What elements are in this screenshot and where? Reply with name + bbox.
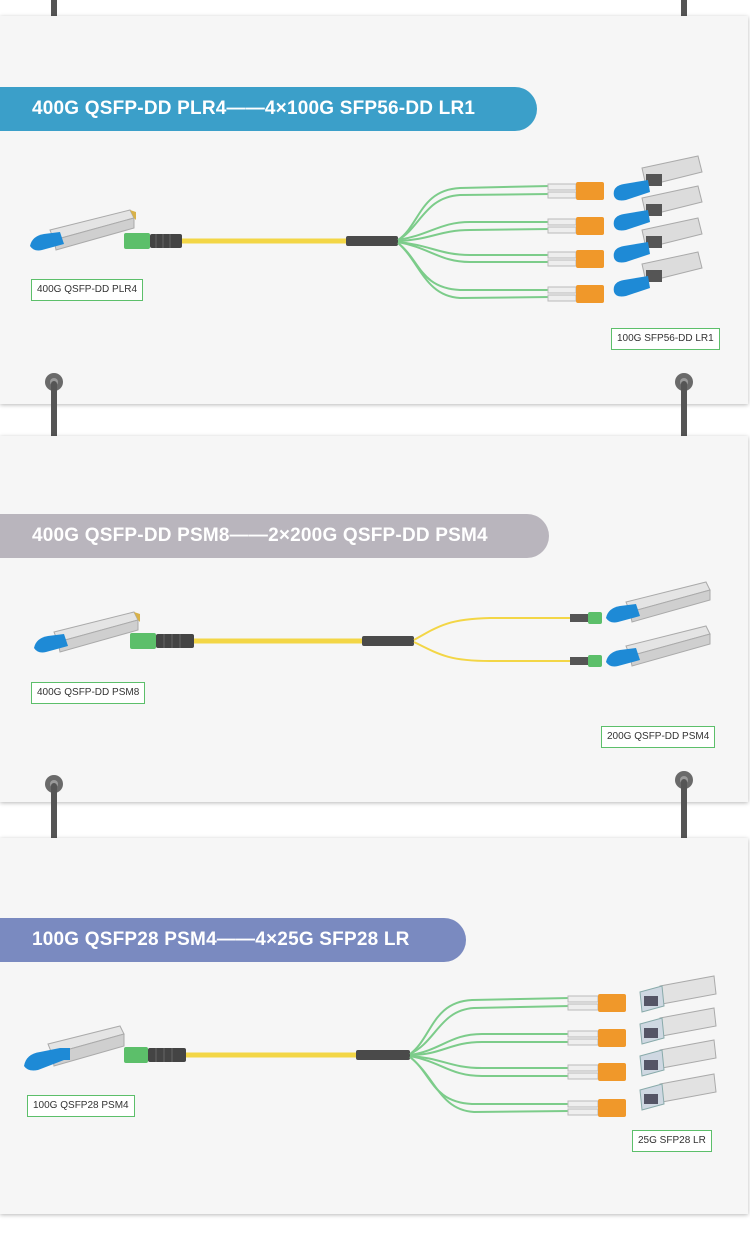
breakout-fibers-2 [413, 617, 572, 662]
qsfp-dd-module-left-1 [30, 209, 136, 251]
section-3-title: 100G QSFP28 PSM4——4×25G SFP28 LR [0, 918, 466, 962]
section-3-card [0, 838, 748, 1214]
section-1-title: 400G QSFP-DD PLR4——4×100G SFP56-DD LR1 [0, 87, 537, 131]
lc-connectors-3 [567, 994, 626, 1117]
section-3-right-label: 25G SFP28 LR [632, 1130, 712, 1152]
section-2-right-label: 200G QSFP-DD PSM4 [601, 726, 716, 748]
section-2-left-label: 400G QSFP-DD PSM8 [31, 682, 146, 704]
section-1-left-label: 400G QSFP-DD PLR4 [31, 279, 144, 301]
sfp56-dd-modules [613, 155, 703, 297]
section-3-left-label: 100G QSFP28 PSM4 [27, 1095, 135, 1117]
section-2-title: 400G QSFP-DD PSM8——2×200G QSFP-DD PSM4 [0, 514, 549, 558]
mpo-connectors-2-right [570, 612, 602, 667]
lc-connectors-1 [547, 182, 604, 303]
breakout-fibers-3 [409, 997, 571, 1114]
breakout-fibers-1 [397, 185, 551, 300]
mpo-connector-1 [124, 233, 182, 249]
section-1-right-label: 100G SFP56-DD LR1 [611, 328, 720, 350]
breakout-boot-1 [346, 236, 398, 246]
breakout-boot-2 [362, 636, 414, 646]
breakout-boot-3 [356, 1050, 410, 1060]
qsfp-dd-module-left-2 [34, 611, 140, 653]
mpo-connector-3 [124, 1047, 186, 1063]
sfp28-modules [639, 975, 717, 1111]
qsfp28-module-left [24, 1025, 125, 1071]
qsfp-dd-modules-right [606, 581, 711, 667]
mpo-connector-2 [130, 633, 194, 649]
